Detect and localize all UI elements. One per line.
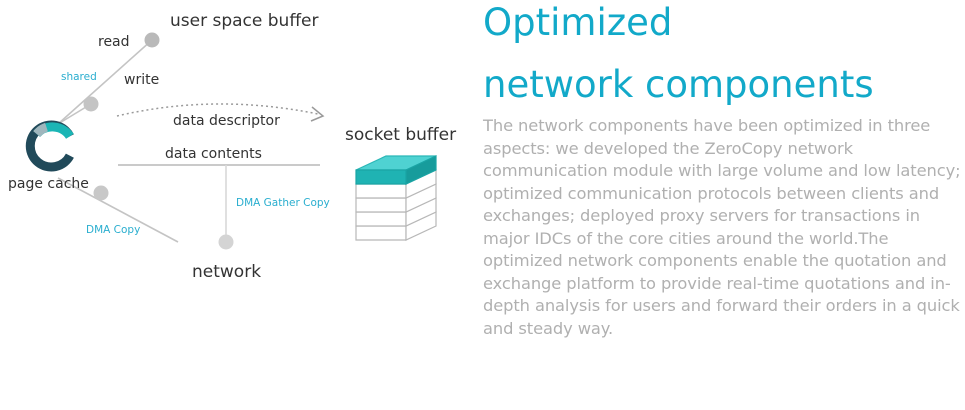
zero-copy-diagram: user space buffer read shared write data…: [0, 0, 470, 406]
page-cache-label: page cache: [8, 176, 89, 192]
page-cache-icon: [25, 120, 74, 172]
read-line: [57, 39, 153, 125]
network-label: network: [192, 262, 262, 282]
dma-gather-copy-label: DMA Gather Copy: [236, 197, 330, 209]
title-line-2: network components: [483, 63, 874, 106]
data-descriptor-label: data descriptor: [173, 113, 280, 129]
diagram-graphics: [25, 32, 437, 250]
user-space-node: [144, 32, 160, 48]
write-label: write: [124, 72, 160, 88]
title-line-1: Optimized: [483, 1, 673, 44]
data-contents-label: data contents: [165, 146, 262, 162]
dma-copy-label: DMA Copy: [86, 224, 141, 236]
section-description: The network components have been optimiz…: [483, 116, 961, 338]
read-label: read: [98, 34, 130, 50]
socket-buffer-icon: [355, 155, 437, 241]
section-text-panel: Optimized network components The network…: [483, 0, 961, 340]
section-title: Optimized network components: [483, 0, 961, 115]
socket-buffer-label: socket buffer: [345, 125, 457, 145]
dma-copy-line: [57, 177, 179, 243]
write-node: [83, 96, 99, 112]
shared-label: shared: [61, 71, 97, 83]
network-node: [218, 234, 234, 250]
user-space-buffer-label: user space buffer: [170, 11, 319, 31]
data-descriptor-arrow: [116, 103, 319, 117]
arrow-head: [310, 106, 325, 122]
dma-copy-node: [93, 185, 109, 201]
